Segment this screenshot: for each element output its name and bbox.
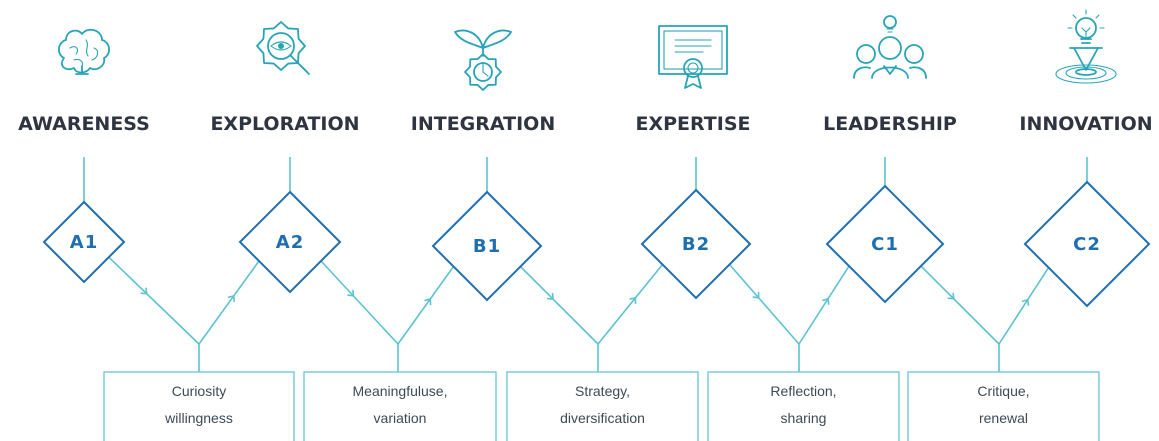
down-arrow-icon: [140, 287, 148, 295]
level-diamond-shape: [1023, 180, 1151, 308]
transition-text-line: diversification: [560, 410, 645, 426]
level-diamonds: A1 A2 B1 B2 C1 C2: [42, 180, 1151, 308]
level-diamond: C1: [825, 184, 945, 304]
transition-box: Reflection, sharing: [707, 371, 900, 441]
stage-title: EXPLORATION: [210, 113, 359, 135]
transition-box-frame: [506, 371, 699, 441]
up-arrow-icon: [629, 296, 637, 304]
down-arrow-icon: [546, 293, 554, 300]
level-diamond-shape: [640, 188, 752, 300]
transition-boxes: Curiosity willingness Meaningfuluse, variat…: [103, 371, 1100, 441]
level-diamond-shape: [825, 184, 945, 304]
level-diamond-shape: [238, 190, 342, 294]
ascending-connector-line: [198, 260, 260, 345]
team-lightbulb-icon: [853, 15, 927, 79]
descending-connector-line: [728, 263, 800, 345]
up-arrow-icon: [424, 298, 432, 306]
gear-eye-magnifier-icon: [256, 21, 310, 75]
certificate-icon: [658, 25, 728, 89]
transition-box-frame: [707, 371, 900, 441]
descending-connector-line: [108, 256, 200, 345]
level-label: A1: [70, 232, 98, 253]
lightbulb-pin-icon: [1055, 9, 1117, 84]
transition-box-frame: [907, 371, 1100, 441]
up-arrow-icon: [822, 297, 830, 305]
transition-box-frame: [303, 371, 497, 441]
transition-box: Meaningfuluse, variation: [303, 371, 497, 441]
level-diamond: B2: [640, 188, 752, 300]
down-arrow-icon: [347, 289, 355, 297]
descending-connector-line: [920, 265, 1000, 345]
up-arrow-icon: [1021, 298, 1030, 306]
ascending-connector-line: [397, 266, 455, 345]
stage-title: LEADERSHIP: [823, 113, 957, 135]
up-arrow-icon: [227, 294, 235, 302]
transition-box: Critique, renewal: [907, 371, 1100, 441]
level-diamond: A2: [238, 190, 342, 294]
stage-title: EXPERTISE: [635, 113, 750, 135]
transition-box: Curiosity willingness: [103, 371, 295, 441]
transition-text-line: Meaningfuluse,: [353, 383, 448, 399]
ascending-connector-line: [798, 265, 850, 345]
level-diamond: A1: [42, 200, 126, 284]
stage-icons: [58, 9, 1117, 91]
stage-title: INNOVATION: [1019, 113, 1152, 135]
ascending-connector-line: [998, 267, 1050, 345]
level-label: B2: [682, 234, 710, 255]
transition-text-line: renewal: [979, 410, 1028, 426]
level-diamond-shape: [431, 190, 543, 302]
transition-text-line: variation: [374, 410, 427, 426]
descending-connector-line: [519, 265, 599, 345]
level-label: B1: [473, 236, 501, 257]
down-arrow-icon: [947, 292, 955, 300]
stage-title: INTEGRATION: [411, 113, 555, 135]
transition-text-line: Curiosity: [172, 383, 226, 399]
level-label: C1: [871, 234, 899, 255]
connector-lines: [83, 157, 1088, 372]
level-label: A2: [276, 232, 304, 253]
level-diamond-shape: [42, 200, 126, 284]
brain-icon: [58, 28, 110, 75]
level-label: C2: [1073, 234, 1101, 255]
ascending-connector-line: [597, 264, 664, 345]
level-diamond: C2: [1023, 180, 1151, 308]
transition-text-line: Reflection,: [770, 383, 836, 399]
sprout-gear-icon: [454, 29, 512, 91]
transition-text-line: sharing: [781, 410, 827, 426]
transition-text-line: Critique,: [977, 383, 1029, 399]
transition-box: Strategy, diversification: [506, 371, 699, 441]
transition-text-line: willingness: [164, 410, 233, 426]
level-diamond: B1: [431, 190, 543, 302]
transition-text-line: Strategy,: [575, 383, 630, 399]
stage-title: AWARENESS: [18, 113, 150, 135]
transition-box-frame: [103, 371, 295, 441]
descending-connector-line: [320, 260, 399, 345]
stage-titles: AWARENESS EXPLORATION INTEGRATION EXPERTISE…: [18, 113, 1152, 135]
down-arrow-icon: [752, 291, 760, 299]
